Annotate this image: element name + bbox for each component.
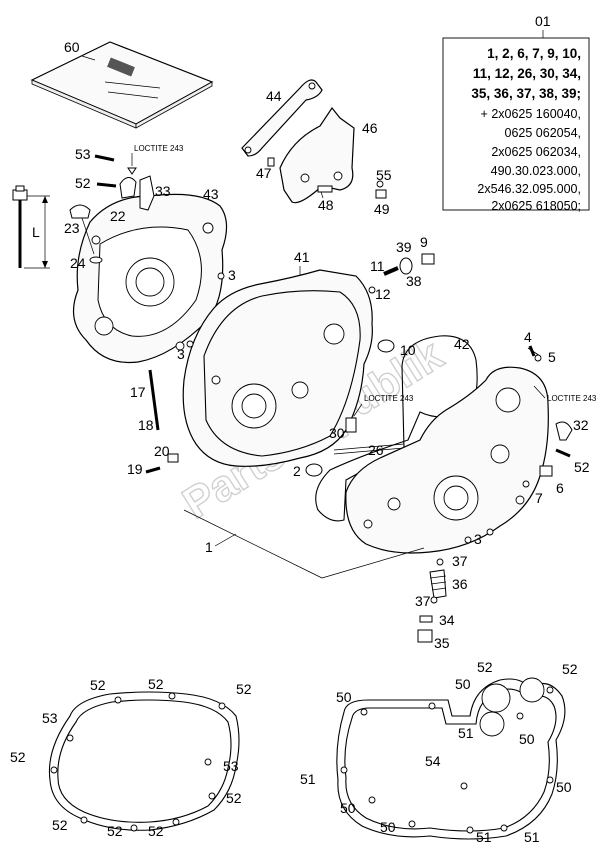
callout-52: 52: [75, 175, 91, 191]
crankcase-left-41: 41: [182, 249, 373, 467]
gasket-left: 52 52 52 53 52 53 52 52 52 52: [10, 676, 252, 839]
callout-46: 46: [362, 120, 378, 136]
kit-line: 2x0625 062034,: [491, 145, 581, 159]
callout-52: 52: [562, 661, 578, 677]
callout-35: 35: [434, 635, 450, 651]
callout-38: 38: [406, 273, 422, 289]
callout-2: 2: [293, 463, 301, 479]
callout-37: 37: [452, 553, 468, 569]
kit-line: 35, 36, 37, 38, 39;: [471, 86, 581, 101]
callout-53: 53: [223, 758, 239, 774]
callout-37: 37: [415, 593, 431, 609]
callout-42: 42: [454, 336, 470, 352]
callout-54: 54: [425, 753, 441, 769]
ignition-cover-43: 43: [72, 186, 228, 364]
callout-51: 51: [300, 771, 316, 787]
callout-60: 60: [64, 39, 80, 55]
callout-52: 52: [236, 681, 252, 697]
callout-33: 33: [155, 183, 171, 199]
callout-22: 22: [110, 208, 126, 224]
gasket-right: 52 52 50 50 51 50 54 51 50 50 50 51 51: [300, 659, 578, 845]
kit-line: 1, 2, 6, 7, 9, 10,: [487, 46, 581, 61]
callout-50: 50: [556, 779, 572, 795]
callout-39: 39: [396, 239, 412, 255]
kit-number: 01: [535, 13, 551, 29]
callout-51: 51: [476, 829, 492, 845]
bracket-46: 46: [279, 106, 378, 204]
callout-52: 52: [148, 676, 164, 692]
small-parts-17-18-20-19: 17 18 20 19: [127, 369, 179, 477]
callout-1: 1: [205, 539, 213, 555]
callout-20: 20: [154, 443, 170, 459]
small-parts-4-5-32-6-7: 4 5 LOCTITE 243 32 52 6 7: [522, 329, 597, 506]
callout-52: 52: [52, 817, 68, 833]
crankcase-right: 42: [315, 335, 549, 554]
callout-52: 52: [90, 677, 106, 693]
small-parts-47-48-55-49: 47 48 55 49: [256, 157, 392, 217]
callout-17: 17: [130, 384, 146, 400]
callout-5: 5: [548, 349, 556, 365]
loctite-label: LOCTITE 243: [547, 394, 597, 403]
callout-48: 48: [318, 197, 334, 213]
small-parts-3-37-36-34-35: 3 37 36 37 34 35: [415, 528, 494, 651]
callout-50: 50: [519, 731, 535, 747]
callout-36: 36: [452, 576, 468, 592]
loctite-label: LOCTITE 243: [364, 394, 414, 403]
callout-50: 50: [336, 689, 352, 705]
callout-52: 52: [148, 823, 164, 839]
callout-50: 50: [340, 800, 356, 816]
callout-6: 6: [556, 480, 564, 496]
callout-53: 53: [42, 710, 58, 726]
callout-4: 4: [524, 329, 532, 345]
callout-52: 52: [107, 823, 123, 839]
callout-3: 3: [228, 267, 236, 283]
callout-52: 52: [226, 790, 242, 806]
callout-43: 43: [203, 186, 219, 202]
dipstick: L: [12, 185, 50, 269]
callout-50: 50: [455, 676, 471, 692]
kit-line: 0625 062054,: [505, 126, 581, 140]
callout-52: 52: [477, 659, 493, 675]
callout-51: 51: [458, 725, 474, 741]
callout-34: 34: [439, 612, 455, 628]
manual-booklet: 60: [30, 39, 214, 129]
kit-box: 01 1, 2, 6, 7, 9, 10, 11, 12, 26, 30, 34…: [442, 13, 590, 213]
callout-52: 52: [574, 459, 590, 475]
small-parts-11-12-38-39-9-10: 11 12 39 9 38 10: [368, 234, 435, 358]
kit-line: 11, 12, 26, 30, 34,: [473, 66, 581, 81]
callout-41: 41: [294, 249, 310, 265]
callout-49: 49: [374, 201, 390, 217]
callout-51: 51: [524, 829, 540, 845]
callout-24: 24: [70, 255, 86, 271]
callout-26: 26: [368, 442, 384, 458]
callout-19: 19: [127, 461, 143, 477]
small-parts-3: 3 3: [177, 267, 236, 362]
callout-9: 9: [420, 234, 428, 250]
kit-line: 490.30.023.000,: [491, 164, 581, 178]
small-parts-53-52-22-33-23-24: 53 LOCTITE 243 52 22 33 23 24: [64, 144, 184, 271]
callout-50: 50: [380, 819, 396, 835]
callout-3: 3: [474, 531, 482, 547]
bracket-44: 44: [241, 79, 323, 157]
callout-53: 53: [75, 146, 91, 162]
callout-30: 30: [329, 425, 345, 441]
kit-line: 2x546.32.095.000,: [477, 182, 581, 196]
kit-line: 2x0625 618050;: [491, 199, 581, 213]
callout-7: 7: [535, 490, 543, 506]
callout-52: 52: [10, 749, 26, 765]
callout-47: 47: [256, 165, 272, 181]
callout-23: 23: [64, 220, 80, 236]
loctite-label: LOCTITE 243: [134, 144, 184, 153]
callout-11: 11: [370, 258, 385, 274]
callout-1-leader: 1: [183, 509, 425, 579]
callout-32: 32: [573, 417, 589, 433]
callout-55: 55: [376, 167, 392, 183]
callout-18: 18: [138, 417, 154, 433]
callout-12: 12: [375, 286, 391, 302]
kit-line: + 2x0625 160040,: [481, 107, 581, 121]
callout-44: 44: [266, 88, 282, 104]
callout-3: 3: [177, 346, 185, 362]
dimension-l: L: [32, 224, 40, 240]
